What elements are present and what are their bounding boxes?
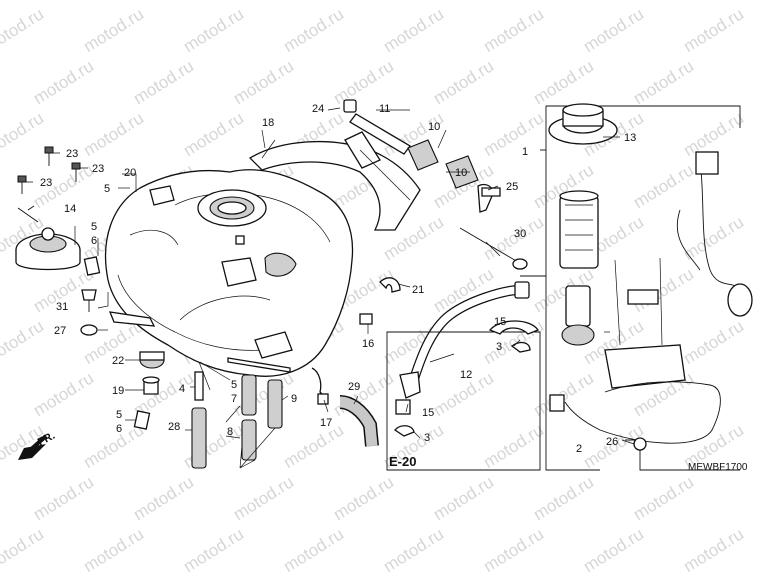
callout-8: 8	[227, 426, 233, 438]
callout-17: 17	[320, 417, 332, 429]
callout-23b: 23	[92, 163, 104, 175]
callout-10b: 10	[455, 167, 467, 179]
callout-13: 13	[624, 132, 636, 144]
callout-12: 12	[460, 369, 472, 381]
callout-6b: 6	[116, 423, 122, 435]
callout-26: 26	[606, 436, 618, 448]
callout-1: 1	[522, 146, 528, 158]
callout-3b: 3	[424, 432, 430, 444]
callout-19: 19	[112, 385, 124, 397]
callout-20: 20	[124, 167, 136, 179]
fuel-hose[interactable]	[386, 281, 541, 471]
callout-14: 14	[64, 203, 76, 215]
diagram-code: MEWBF1700	[688, 462, 748, 473]
callout-9: 9	[291, 393, 297, 405]
callout-5d: 5	[116, 409, 122, 421]
callout-6a: 6	[91, 235, 97, 247]
callout-15b: 15	[422, 407, 434, 419]
callout-27: 27	[54, 325, 66, 337]
callout-7: 7	[231, 393, 237, 405]
callout-5c: 5	[231, 379, 237, 391]
callout-10a: 10	[428, 121, 440, 133]
callout-22: 22	[112, 355, 124, 367]
front-direction-arrow: FR.	[18, 430, 57, 460]
callout-29: 29	[348, 381, 360, 393]
callout-25: 25	[506, 181, 518, 193]
callout-15a: 15	[494, 316, 506, 328]
callout-labels: 1 2 3 3 4 5 5 5 5 6 6 7 8 9 10 10 11 12 …	[40, 103, 748, 473]
fuel-cap[interactable]	[15, 205, 81, 271]
callout-31: 31	[56, 301, 68, 313]
callout-18: 18	[262, 117, 274, 129]
callout-3a: 3	[496, 341, 502, 353]
tank-cover[interactable]	[248, 131, 421, 231]
callout-11: 11	[379, 103, 390, 115]
callout-5a: 5	[104, 183, 110, 195]
callout-2: 2	[576, 443, 582, 455]
callout-23c: 23	[40, 177, 52, 189]
fuel-tank[interactable]	[104, 169, 354, 377]
callout-30: 30	[514, 228, 526, 240]
fuel-pump-assembly[interactable]	[520, 103, 753, 471]
callout-16: 16	[362, 338, 374, 350]
leader-lines	[26, 107, 635, 469]
reference-label: E-20	[389, 454, 416, 469]
direction-label: FR.	[36, 430, 57, 449]
callout-21: 21	[412, 284, 424, 296]
callout-23a: 23	[66, 148, 78, 160]
bolts-23[interactable]	[17, 146, 81, 194]
drain-tubes[interactable]	[191, 357, 379, 469]
long-bolt[interactable]	[459, 227, 528, 270]
callout-24: 24	[312, 103, 324, 115]
callout-4: 4	[179, 383, 185, 395]
callout-28: 28	[168, 421, 180, 433]
callout-5b: 5	[91, 221, 97, 233]
mounting-parts-left[interactable]	[80, 256, 165, 430]
